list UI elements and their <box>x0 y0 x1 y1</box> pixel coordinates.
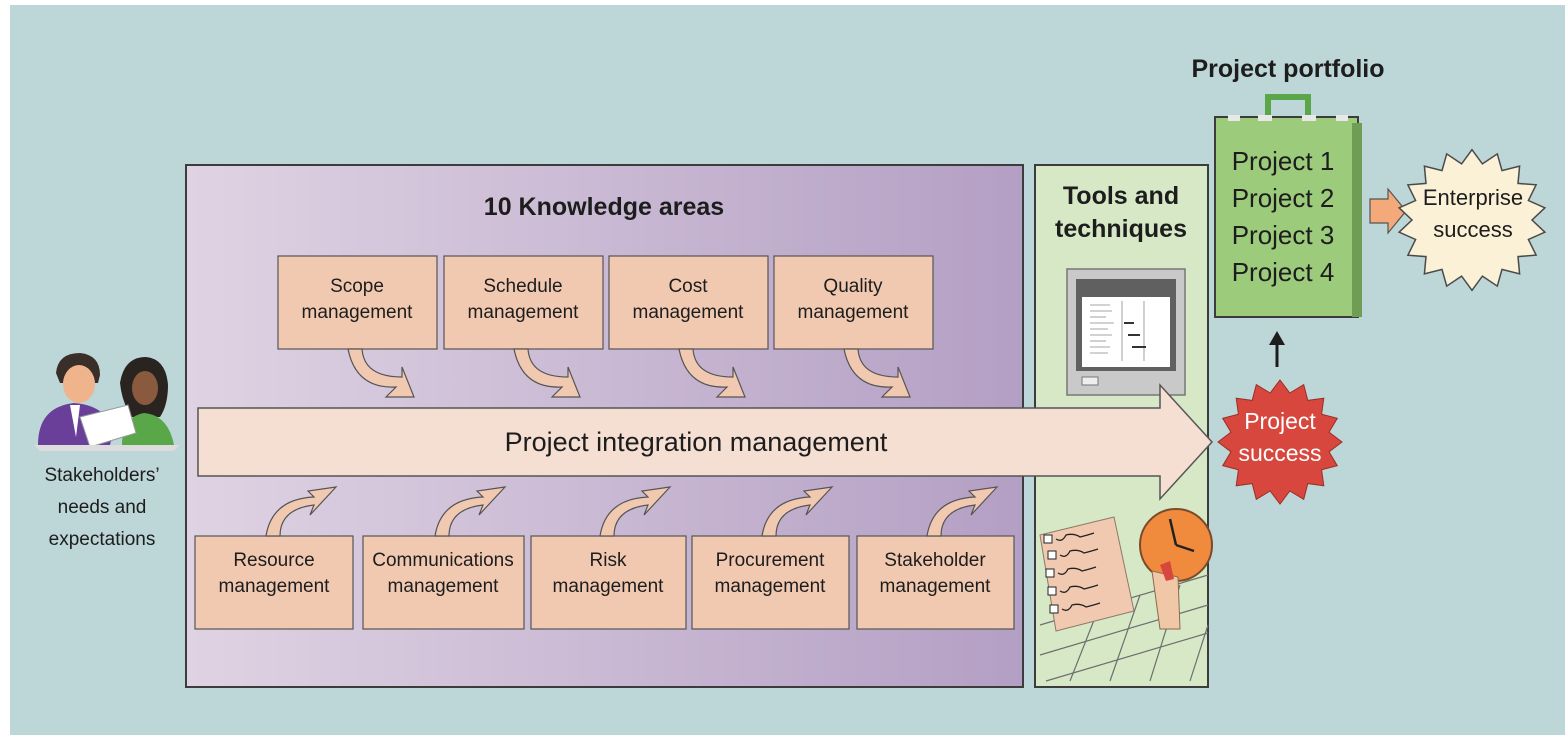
project-2-label: Project 2 <box>1232 183 1335 213</box>
computer-monitor-icon <box>1066 268 1186 396</box>
svg-text:Quality: Quality <box>823 276 883 297</box>
knowledge-area-communications: Communications management <box>362 535 525 630</box>
portfolio-title: Project portfolio <box>1191 55 1384 83</box>
svg-text:Cost: Cost <box>668 276 708 297</box>
checklist-clock-illustration <box>1039 508 1213 682</box>
knowledge-area-quality: Quality management <box>773 255 934 350</box>
project-4-label: Project 4 <box>1232 257 1335 287</box>
risk-arrow-icon <box>599 486 672 537</box>
svg-text:management: management <box>468 302 580 323</box>
knowledge-area-scope: Scope management <box>277 255 438 350</box>
svg-text:management: management <box>633 302 745 323</box>
stakeholders-label: Stakeholders’ needs and expectations <box>44 465 159 550</box>
schedule-arrow-icon <box>513 348 581 398</box>
cost-arrow-icon <box>678 348 746 398</box>
enterprise-success-line2: success <box>1433 217 1512 242</box>
svg-text:management: management <box>219 576 331 597</box>
enterprise-success-line1: Enterprise <box>1423 185 1523 210</box>
knowledge-area-cost: Cost management <box>608 255 769 350</box>
knowledge-area-risk: Risk management <box>530 535 687 630</box>
resource-arrow-icon <box>265 486 338 537</box>
project-success-line1: Project <box>1244 408 1316 434</box>
stakeholders-illustration <box>34 353 180 451</box>
svg-text:management: management <box>302 302 414 323</box>
quality-arrow-icon <box>843 348 911 398</box>
project-success-burst: Project success <box>1217 379 1343 505</box>
scope-arrow-icon <box>347 348 415 398</box>
knowledge-areas-title: 10 Knowledge areas <box>484 193 724 221</box>
svg-text:expectations: expectations <box>49 529 156 550</box>
svg-text:Risk: Risk <box>590 550 627 571</box>
orange-arrow-icon <box>1369 187 1407 235</box>
knowledge-area-stakeholder: Stakeholder management <box>856 535 1015 630</box>
tools-title-line2: techniques <box>1055 215 1187 243</box>
svg-text:management: management <box>388 576 500 597</box>
procurement-arrow-icon <box>761 486 834 537</box>
svg-text:management: management <box>715 576 827 597</box>
svg-text:Stakeholder: Stakeholder <box>884 550 986 571</box>
project-integration-arrow: Project integration management <box>197 383 1214 501</box>
briefcase-icon <box>1214 94 1362 318</box>
svg-text:Resource: Resource <box>233 550 314 571</box>
tools-title-line1: Tools and <box>1063 182 1179 210</box>
up-arrow-icon <box>1269 331 1285 367</box>
communications-arrow-icon <box>434 486 507 537</box>
knowledge-area-schedule: Schedule management <box>443 255 604 350</box>
knowledge-area-resource: Resource management <box>194 535 354 630</box>
enterprise-success-burst: Enterprise success <box>1397 148 1547 292</box>
project-3-label: Project 3 <box>1232 220 1335 250</box>
diagram-canvas: Stakeholders’ needs and expectations 10 … <box>34 55 1547 688</box>
svg-text:management: management <box>880 576 992 597</box>
svg-text:Scope: Scope <box>330 276 384 297</box>
stakeholder-arrow-icon <box>926 486 999 537</box>
svg-text:Schedule: Schedule <box>483 276 562 297</box>
diagram-background: Stakeholders’ needs and expectations 10 … <box>10 5 1565 735</box>
top-curved-arrows <box>347 348 911 398</box>
svg-text:Stakeholders’: Stakeholders’ <box>44 465 159 486</box>
project-integration-label: Project integration management <box>505 427 888 457</box>
project-success-line2: success <box>1238 440 1321 466</box>
svg-text:needs and: needs and <box>58 497 147 518</box>
project-1-label: Project 1 <box>1232 146 1335 176</box>
svg-text:management: management <box>798 302 910 323</box>
bottom-curved-arrows <box>265 486 999 537</box>
svg-text:Procurement: Procurement <box>716 550 825 571</box>
svg-text:Communications: Communications <box>372 550 514 571</box>
knowledge-area-procurement: Procurement management <box>691 535 850 630</box>
svg-text:management: management <box>553 576 665 597</box>
